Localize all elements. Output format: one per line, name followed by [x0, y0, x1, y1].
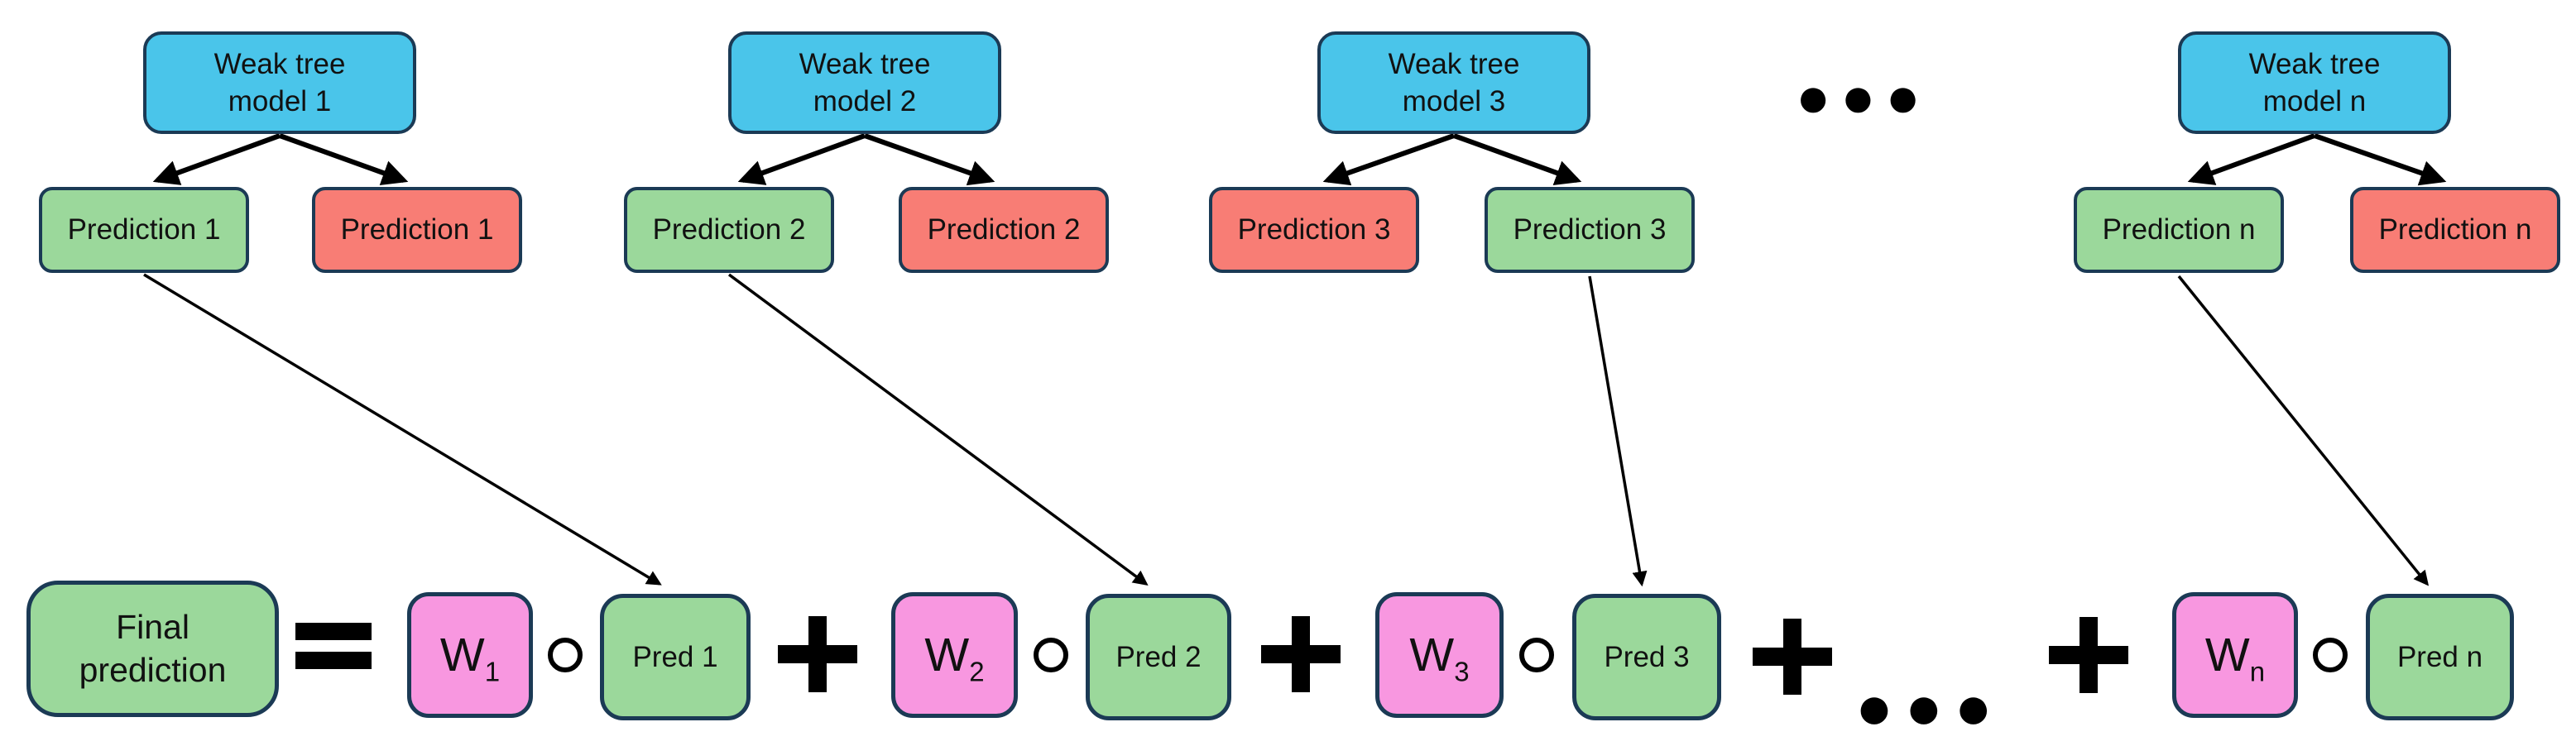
pred-n-box: Pred n: [2366, 594, 2514, 720]
pred-1-box: Pred 1: [600, 594, 751, 720]
arrow-prediction1-to-pred1: [143, 273, 662, 586]
prediction-3-left-label: Prediction 3: [1237, 213, 1391, 246]
compose-operator-n: [2313, 638, 2348, 672]
prediction-2-right-box: Prediction 2: [899, 187, 1109, 273]
weight-3-box: W3: [1375, 592, 1504, 718]
compose-operator-3: [1519, 638, 1554, 672]
prediction-n-right-label: Prediction n: [2378, 213, 2532, 246]
prediction-3-left-box: Prediction 3: [1209, 187, 1419, 273]
model-1-label-line2: model 1: [228, 85, 332, 117]
prediction-n-left-label: Prediction n: [2102, 213, 2256, 246]
weight-n-label: Wn: [2204, 629, 2266, 687]
pred-2-box: Pred 2: [1086, 594, 1231, 720]
model-3-label-line1: Weak tree: [1388, 47, 1520, 80]
prediction-2-right-label: Prediction 2: [927, 213, 1081, 246]
bottom-ellipsis-dots: ●●●: [1855, 672, 2004, 743]
pred-n-label: Pred n: [2396, 640, 2483, 673]
weight-n-box: Wn: [2172, 592, 2298, 718]
prediction-3-right-box: Prediction 3: [1485, 187, 1695, 273]
prediction-n-left-box: Prediction n: [2074, 187, 2284, 273]
model-2-label-line1: Weak tree: [799, 47, 931, 80]
arrow-predictionn-to-predn: [2177, 275, 2430, 586]
weak-tree-model-3-box: Weak tree model 3: [1317, 31, 1590, 134]
prediction-1-left-label: Prediction 1: [67, 213, 221, 246]
edge-modeln-right-prediction: [2314, 133, 2447, 186]
weight-1-label: W1: [439, 629, 501, 687]
plus-operator-4: [2049, 615, 2128, 695]
prediction-1-right-label: Prediction 1: [340, 213, 494, 246]
prediction-1-left-box: Prediction 1: [39, 187, 249, 273]
model-n-label-line1: Weak tree: [2248, 47, 2381, 80]
final-prediction-line2: prediction: [79, 650, 227, 689]
model-n-label-line2: model n: [2262, 85, 2367, 117]
model-1-label-line1: Weak tree: [213, 47, 346, 80]
edge-modeln-left-prediction: [2187, 133, 2316, 185]
weak-tree-model-1-box: Weak tree model 1: [143, 31, 416, 134]
plus-operator-3: [1753, 617, 1832, 696]
weak-tree-model-2-box: Weak tree model 2: [728, 31, 1001, 134]
edge-model1-right-prediction: [278, 133, 409, 186]
weight-1-box: W1: [407, 592, 533, 718]
final-prediction-line1: Final: [116, 608, 189, 647]
model-3-label-line2: model 3: [1402, 85, 1506, 117]
prediction-1-right-box: Prediction 1: [312, 187, 522, 273]
plus-operator-2: [1261, 614, 1341, 694]
edge-model1-left-prediction: [152, 133, 281, 185]
model-2-label-line2: model 2: [813, 85, 917, 117]
pred-1-label: Pred 1: [632, 640, 718, 673]
edge-model2-left-prediction: [737, 133, 866, 185]
pred-2-label: Pred 2: [1115, 640, 1202, 673]
weight-2-box: W2: [891, 592, 1018, 718]
final-prediction-box: Final prediction: [26, 581, 279, 717]
edge-model3-left-prediction: [1322, 133, 1455, 186]
prediction-3-right-label: Prediction 3: [1513, 213, 1667, 246]
weight-2-label: W2: [924, 629, 985, 687]
edge-model3-right-prediction: [1452, 133, 1582, 185]
prediction-2-left-label: Prediction 2: [652, 213, 806, 246]
pred-3-box: Pred 3: [1572, 594, 1721, 720]
arrow-prediction3-to-pred3: [1588, 275, 1648, 587]
prediction-n-right-box: Prediction n: [2350, 187, 2560, 273]
compose-operator-2: [1034, 638, 1068, 672]
pred-3-label: Pred 3: [1604, 640, 1690, 673]
weight-3-label: W3: [1409, 629, 1470, 687]
edge-model2-right-prediction: [863, 133, 995, 186]
compose-operator-1: [548, 638, 583, 672]
arrow-prediction2-to-pred2: [727, 273, 1149, 586]
weak-tree-model-n-box: Weak tree model n: [2178, 31, 2451, 134]
plus-operator-1: [778, 614, 857, 694]
prediction-2-left-box: Prediction 2: [624, 187, 834, 273]
equals-operator: [295, 623, 372, 669]
top-ellipsis-dots: ●●●: [1796, 65, 1931, 129]
